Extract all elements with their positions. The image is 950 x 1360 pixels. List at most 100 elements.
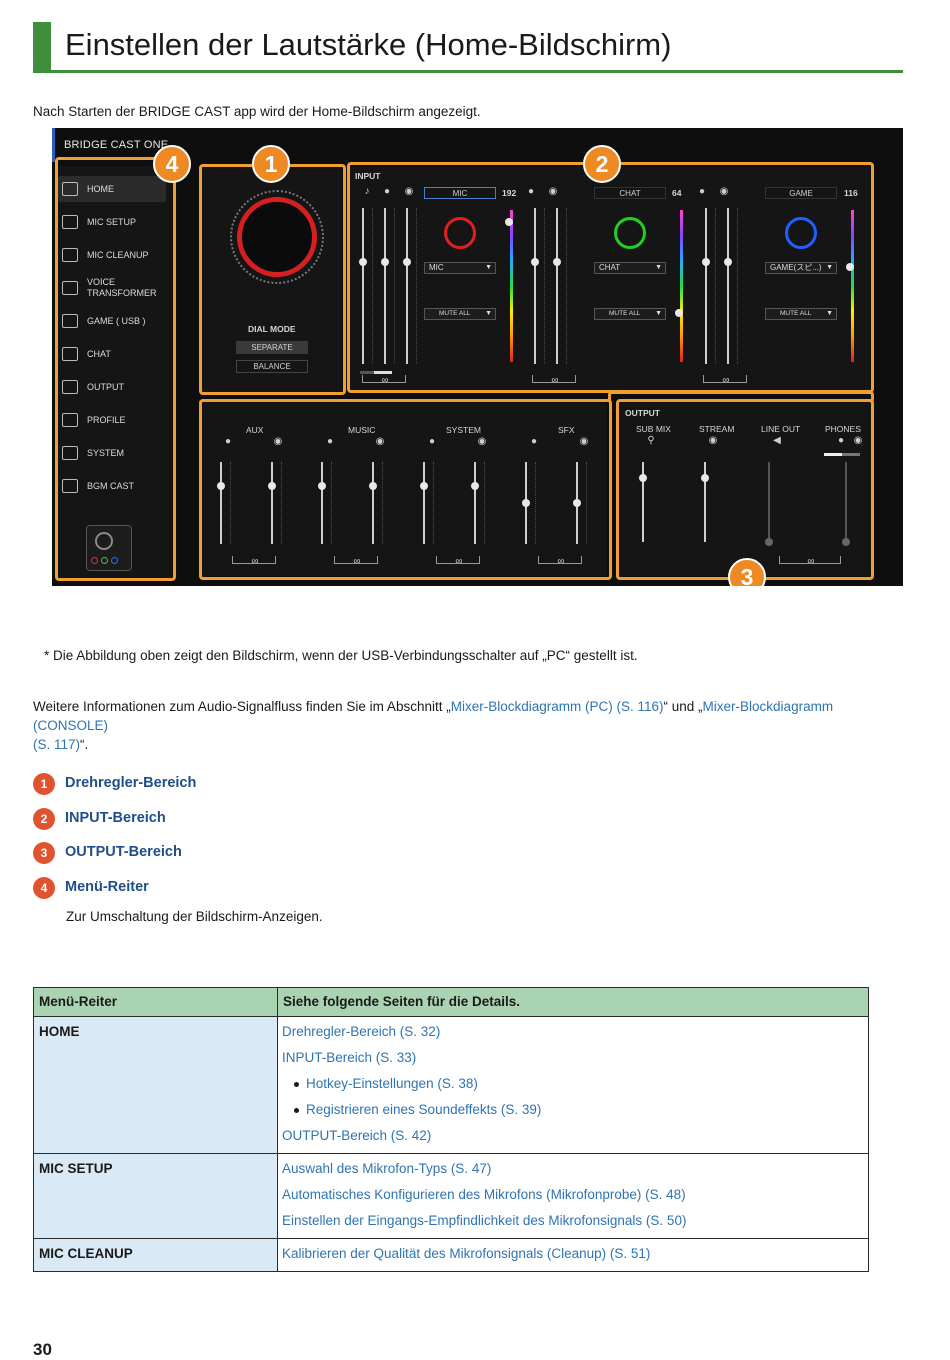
chat-select[interactable]: CHAT▼ (594, 262, 666, 274)
bus-sfx-stream-icon[interactable]: ◉ (579, 436, 589, 447)
bus-sfx-fader-2-handle[interactable] (573, 498, 581, 507)
bus-system-fader-1-handle[interactable] (420, 481, 428, 490)
chat-rainbow-meter[interactable] (680, 210, 683, 362)
game-fader-1[interactable] (705, 208, 707, 364)
chat-fader-2[interactable] (556, 208, 558, 364)
bus-system-fader-2[interactable] (474, 462, 476, 544)
mic-rainbow-handle[interactable] (505, 217, 513, 226)
game-select[interactable]: GAME(スピ...)▼ (765, 262, 837, 274)
chat-stream-icon[interactable]: ◉ (548, 186, 558, 197)
chat-fader-1-handle[interactable] (531, 257, 539, 266)
output-line-out-fader[interactable] (768, 462, 770, 542)
reference-link[interactable]: Kalibrieren der Qualität des Mikrofonsig… (282, 1246, 651, 1261)
game-rainbow-meter[interactable] (851, 210, 854, 362)
mic-link[interactable]: ∞ (362, 375, 406, 386)
menu-item-system[interactable]: SYSTEM (58, 440, 166, 466)
game-stream-icon[interactable]: ◉ (719, 186, 729, 197)
bus-system-fader-2-handle[interactable] (471, 481, 479, 490)
mic-fader-1[interactable] (362, 208, 364, 364)
menu-item-bgm-cast[interactable]: BGM CAST (58, 473, 166, 499)
game-link[interactable]: ∞ (703, 375, 747, 386)
reference-link[interactable]: Automatisches Konfigurieren des Mikrofon… (282, 1187, 686, 1202)
bus-aux-fader-2-handle[interactable] (268, 481, 276, 490)
bus-aux-fader-1-handle[interactable] (217, 481, 225, 490)
output-sub-mix-handle[interactable] (639, 474, 647, 482)
bus-sfx-person-icon[interactable]: ● (530, 436, 538, 447)
mic-person-icon[interactable]: ● (383, 186, 391, 197)
game-fader-2[interactable] (727, 208, 729, 364)
bus-music-fader-2[interactable] (372, 462, 374, 544)
stream-icon[interactable]: ◉ (708, 435, 718, 446)
menu-item-profile[interactable]: PROFILE (58, 407, 166, 433)
headphones-icon[interactable]: ● (837, 435, 845, 446)
bus-system-stream-icon[interactable]: ◉ (477, 436, 487, 447)
link-mixer-pc[interactable]: Mixer-Blockdiagramm (PC) (S. 116) (450, 699, 664, 714)
balance-button[interactable]: BALANCE (236, 360, 308, 373)
chat-fader-2-handle[interactable] (553, 257, 561, 266)
bus-system-fader-1[interactable] (423, 462, 425, 544)
chat-person-icon[interactable]: ● (527, 186, 535, 197)
game-rainbow-handle[interactable] (846, 263, 854, 272)
sub-mix-icon[interactable]: ⚲ (647, 435, 655, 446)
bus-music-fader-2-handle[interactable] (369, 481, 377, 490)
link-mixer-console[interactable]: Mixer-Blockdiagramm (CONSOLE) (33, 699, 834, 733)
mic-mute-all[interactable]: MUTE ALL▼ (424, 308, 496, 320)
game-fader-2-handle[interactable] (724, 257, 732, 266)
menu-item-game-usb[interactable]: GAME ( USB ) (58, 308, 166, 334)
bus-sfx-link[interactable]: ∞ (538, 556, 582, 567)
chat-rainbow-handle[interactable] (675, 308, 683, 317)
mic-select[interactable]: MIC▼ (424, 262, 496, 274)
phones-stream-icon[interactable]: ◉ (853, 435, 863, 446)
bus-aux-person-icon[interactable]: ● (224, 436, 232, 447)
menu-item-home[interactable]: HOME (58, 176, 166, 202)
bus-system-link[interactable]: ∞ (436, 556, 480, 567)
mic-scrollbar-thumb[interactable] (374, 371, 392, 374)
separate-button[interactable]: SEPARATE (236, 341, 308, 354)
game-fader-1-handle[interactable] (702, 257, 710, 266)
menu-item-output[interactable]: OUTPUT (58, 374, 166, 400)
mic-icon[interactable]: ♪ (364, 186, 370, 197)
game-person-icon[interactable]: ● (698, 186, 706, 197)
bus-aux-fader-1[interactable] (220, 462, 222, 544)
output-link[interactable]: ∞ (779, 556, 841, 567)
menu-item-mic-setup[interactable]: MIC SETUP (58, 209, 166, 235)
output-sub-mix-fader[interactable] (642, 462, 644, 542)
mic-fader-2[interactable] (384, 208, 386, 364)
bullet-link[interactable]: Hotkey-Einstellungen (S. 38) (282, 1071, 864, 1097)
link-mixer-console-page[interactable]: (S. 117) (33, 737, 81, 752)
mic-stream-icon[interactable]: ◉ (404, 186, 414, 197)
bus-music-person-icon[interactable]: ● (326, 436, 334, 447)
mic-fader-3[interactable] (406, 208, 408, 364)
bus-music-link[interactable]: ∞ (334, 556, 378, 567)
dial-knob[interactable] (237, 197, 317, 277)
bullet-link[interactable]: Registrieren eines Soundeffekts (S. 39) (282, 1097, 864, 1123)
reference-link[interactable]: Drehregler-Bereich (S. 32) (282, 1024, 441, 1039)
phones-level-thumb[interactable] (824, 453, 842, 456)
speaker-icon[interactable]: ◀ (773, 435, 781, 446)
bus-music-fader-1[interactable] (321, 462, 323, 544)
output-phones-fader[interactable] (845, 462, 847, 542)
reference-link[interactable]: Einstellen der Eingangs-Empfindlichkeit … (282, 1213, 687, 1228)
game-mute-all[interactable]: MUTE ALL▼ (765, 308, 837, 320)
bus-music-fader-1-handle[interactable] (318, 481, 326, 490)
bus-music-stream-icon[interactable]: ◉ (375, 436, 385, 447)
mic-fader-3-handle[interactable] (403, 257, 411, 266)
menu-item-mic-cleanup[interactable]: MIC CLEANUP (58, 242, 166, 268)
reference-link[interactable]: INPUT-Bereich (S. 33) (282, 1050, 417, 1065)
mic-fader-1-handle[interactable] (359, 257, 367, 266)
chat-link[interactable]: ∞ (532, 375, 576, 386)
mic-fader-2-handle[interactable] (381, 257, 389, 266)
chat-mute-all[interactable]: MUTE ALL▼ (594, 308, 666, 320)
output-line-out-handle[interactable] (765, 538, 773, 546)
output-phones-handle[interactable] (842, 538, 850, 546)
bus-aux-link[interactable]: ∞ (232, 556, 276, 567)
bus-aux-fader-2[interactable] (271, 462, 273, 544)
output-stream-handle[interactable] (701, 474, 709, 482)
chat-fader-1[interactable] (534, 208, 536, 364)
reference-link[interactable]: OUTPUT-Bereich (S. 42) (282, 1128, 432, 1143)
bus-aux-stream-icon[interactable]: ◉ (273, 436, 283, 447)
output-stream-fader[interactable] (704, 462, 706, 542)
bus-sfx-fader-1-handle[interactable] (522, 498, 530, 507)
mic-rainbow-meter[interactable] (510, 210, 513, 362)
